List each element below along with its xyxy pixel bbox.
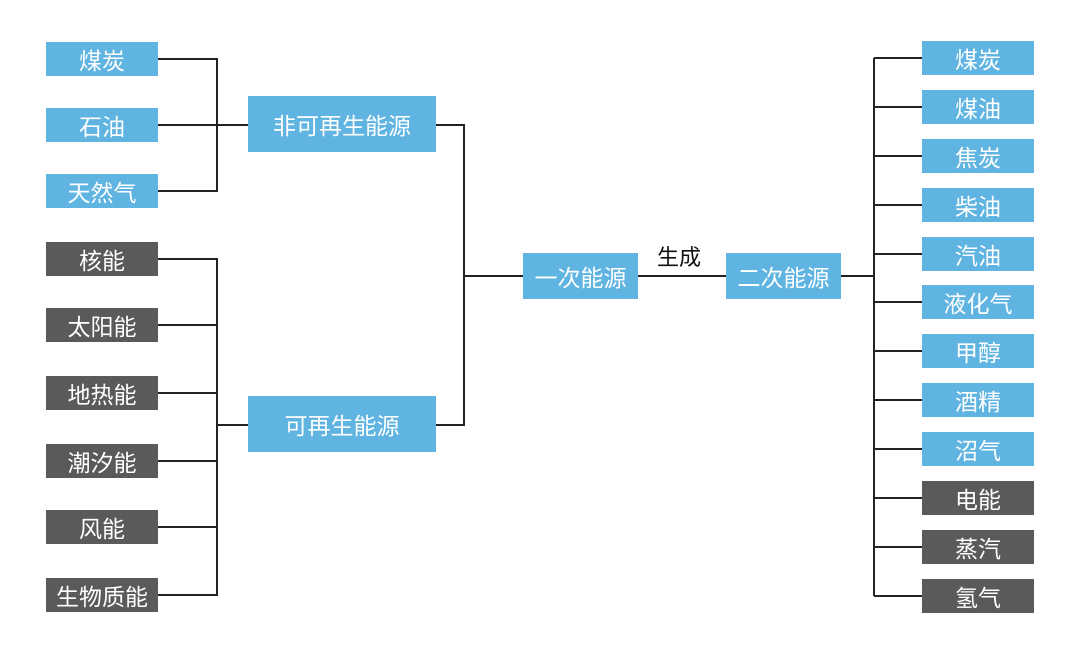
connector-secondary-products xyxy=(841,57,922,597)
generate-edge-label: 生成 xyxy=(657,246,702,271)
source-natural-gas-box: 天然气 xyxy=(46,174,158,208)
source-tidal-label: 潮汐能 xyxy=(67,451,137,477)
connector-nonrenewable-sources xyxy=(158,58,248,192)
source-wind-label: 风能 xyxy=(79,517,125,543)
source-oil-box: 石油 xyxy=(46,108,158,142)
product-biogas-box: 沼气 xyxy=(922,432,1034,466)
category-renewable-label: 可再生能源 xyxy=(284,414,400,440)
source-wind-box: 风能 xyxy=(46,510,158,544)
primary-energy-label: 一次能源 xyxy=(534,266,627,292)
source-biomass-box: 生物质能 xyxy=(46,578,158,612)
product-alcohol-box: 酒精 xyxy=(922,383,1034,417)
product-coal-box: 煤炭 xyxy=(922,41,1034,75)
secondary-energy-box: 二次能源 xyxy=(726,253,841,299)
product-gasoline-box: 汽油 xyxy=(922,237,1034,271)
product-steam-label: 蒸汽 xyxy=(955,537,1001,563)
product-kerosene-box: 煤油 xyxy=(922,90,1034,124)
product-coke-label: 焦炭 xyxy=(955,146,1001,172)
source-coal-label: 煤炭 xyxy=(79,49,125,75)
product-gasoline-label: 汽油 xyxy=(955,244,1001,270)
source-biomass-label: 生物质能 xyxy=(56,585,148,611)
product-methanol-box: 甲醇 xyxy=(922,334,1034,368)
product-electricity-label: 电能 xyxy=(955,488,1001,514)
category-renewable-box: 可再生能源 xyxy=(248,396,436,452)
source-coal-box: 煤炭 xyxy=(46,42,158,76)
product-lpg-label: 液化气 xyxy=(943,292,1013,318)
product-diesel-label: 柴油 xyxy=(955,195,1001,221)
source-tidal-box: 潮汐能 xyxy=(46,444,158,478)
source-nuclear-box: 核能 xyxy=(46,242,158,276)
secondary-energy-label: 二次能源 xyxy=(737,266,830,292)
source-geothermal-label: 地热能 xyxy=(67,383,137,409)
product-hydrogen-box: 氢气 xyxy=(922,579,1034,613)
connector-renewable-sources xyxy=(158,258,248,596)
product-alcohol-label: 酒精 xyxy=(955,390,1001,416)
product-coke-box: 焦炭 xyxy=(922,139,1034,173)
source-nuclear-label: 核能 xyxy=(79,249,125,275)
category-nonrenewable-box: 非可再生能源 xyxy=(248,96,436,152)
category-nonrenewable-label: 非可再生能源 xyxy=(273,114,411,140)
connector-categories-to-primary xyxy=(436,124,523,426)
source-geothermal-box: 地热能 xyxy=(46,376,158,410)
product-coal-label: 煤炭 xyxy=(955,48,1001,74)
source-natural-gas-label: 天然气 xyxy=(67,181,137,207)
primary-energy-box: 一次能源 xyxy=(523,253,638,299)
source-solar-label: 太阳能 xyxy=(67,315,137,341)
product-lpg-box: 液化气 xyxy=(922,285,1034,319)
product-diesel-box: 柴油 xyxy=(922,188,1034,222)
product-kerosene-label: 煤油 xyxy=(955,97,1001,123)
product-biogas-label: 沼气 xyxy=(955,439,1001,465)
product-hydrogen-label: 氢气 xyxy=(955,586,1001,612)
product-methanol-label: 甲醇 xyxy=(955,341,1001,367)
product-steam-box: 蒸汽 xyxy=(922,530,1034,564)
source-oil-label: 石油 xyxy=(79,115,125,141)
source-solar-box: 太阳能 xyxy=(46,308,158,342)
product-electricity-box: 电能 xyxy=(922,481,1034,515)
